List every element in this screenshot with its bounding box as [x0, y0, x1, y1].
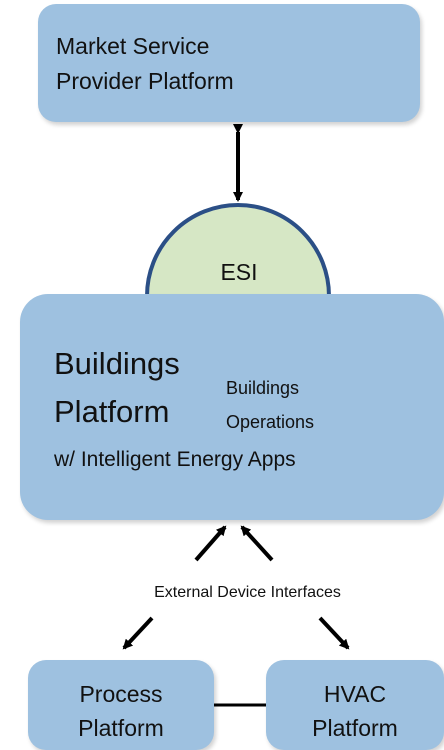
interface-to-buildings-right-arrow — [240, 525, 274, 562]
process-platform-label-line2: Platform — [78, 715, 164, 741]
interface-to-buildings-left-arrow — [194, 525, 227, 562]
buildings-operations-label-line2: Operations — [226, 412, 315, 432]
external-device-interfaces-label: External Device Interfaces — [154, 584, 341, 601]
esi-dome — [144, 203, 332, 298]
interface-to-hvac-arrow — [318, 616, 350, 650]
hvac-platform-box — [266, 660, 444, 750]
process-platform-box — [28, 660, 214, 750]
buildings-platform-title-line2: Platform — [54, 394, 170, 429]
buildings-platform-subtitle: w/ Intelligent Energy Apps — [54, 448, 296, 471]
market-service-label-line2: Provider Platform — [56, 68, 234, 94]
process-platform-label-line1: Process — [79, 681, 163, 707]
interface-to-process-arrow — [122, 616, 154, 650]
buildings-operations-label-line1: Buildings — [226, 378, 300, 398]
esi-label: ESI — [220, 259, 258, 285]
hvac-platform-label-line1: HVAC — [323, 681, 387, 707]
hvac-platform-label-line2: Platform — [312, 715, 398, 741]
buildings-platform-box — [20, 294, 444, 520]
market-service-label-line1: Market Service — [56, 33, 210, 59]
buildings-platform-title-line1: Buildings — [54, 346, 180, 381]
market-service-provider-box — [38, 4, 420, 122]
